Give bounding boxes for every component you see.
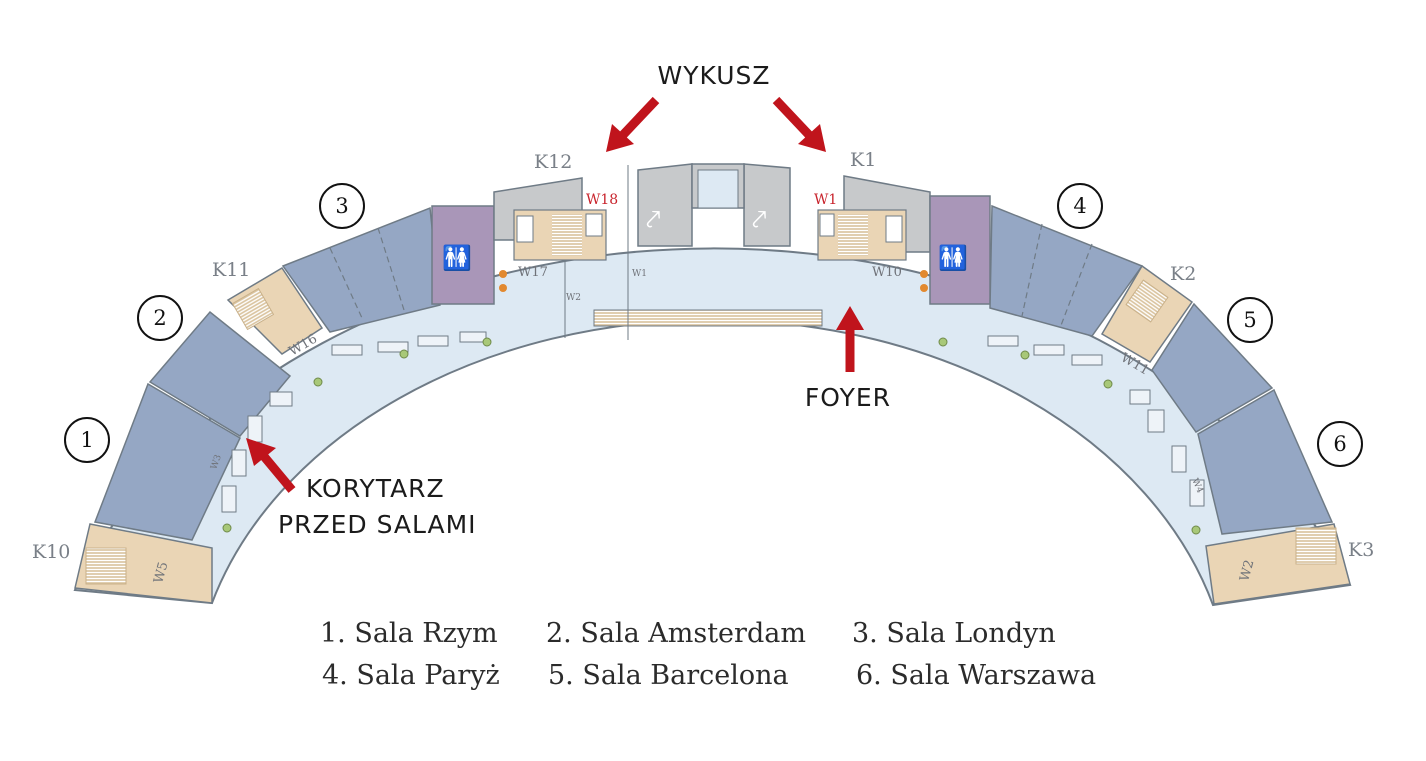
toilets-left xyxy=(431,205,495,305)
callout-foyer: FOYER xyxy=(805,383,891,412)
label-w5: W5 xyxy=(151,560,171,585)
legend-item-6: 6. Sala Warszawa xyxy=(856,660,1097,691)
legend-item-5: 5. Sala Barcelona xyxy=(548,660,789,691)
label-k1: K1 xyxy=(850,149,876,171)
arrow-korytarz xyxy=(246,438,296,493)
label-w-small-c: W3 xyxy=(209,453,224,471)
room-badge-2[interactable]: 2 xyxy=(137,295,183,341)
escalator-left xyxy=(637,163,693,247)
hall-3-divider xyxy=(377,227,405,311)
room-badge-1[interactable]: 1 xyxy=(64,417,110,463)
room-badge-3[interactable]: 3 xyxy=(319,183,365,229)
stairs-k10-steps xyxy=(85,547,127,585)
hall-3-area xyxy=(281,206,441,333)
legend-item-2: 2. Sala Amsterdam xyxy=(546,618,806,649)
corridor-vitrines xyxy=(221,331,1205,513)
legend-item-4: 4. Sala Paryż xyxy=(322,660,500,691)
room-badge-5[interactable]: 5 xyxy=(1227,297,1273,343)
svg-text:1: 1 xyxy=(80,428,93,452)
label-w18: W18 xyxy=(586,192,618,208)
arrow-wykusz-left xyxy=(606,96,660,152)
label-w10: W10 xyxy=(872,265,902,280)
lift-w1 xyxy=(819,213,835,237)
stairs-k11-steps xyxy=(231,287,275,331)
svg-text:5: 5 xyxy=(1243,308,1256,332)
lift-w17 xyxy=(516,215,534,243)
arrow-foyer xyxy=(836,306,864,372)
stairs-w18-steps xyxy=(552,214,582,256)
hall-4-divider xyxy=(1021,223,1043,317)
lift-w18 xyxy=(585,213,603,237)
hall-4-divider xyxy=(1059,243,1093,329)
stairs-k2-steps xyxy=(1125,279,1169,323)
hall-3-divider xyxy=(329,247,363,319)
toilets-right xyxy=(929,195,991,305)
label-k10: K10 xyxy=(32,541,70,563)
arrow-wykusz-right xyxy=(772,96,826,152)
room-badge-4[interactable]: 4 xyxy=(1057,183,1103,229)
lift-w10 xyxy=(885,215,903,243)
label-w17: W17 xyxy=(518,265,548,280)
toilets-right-icon: 🚻 xyxy=(938,244,968,272)
stairs-k3-steps xyxy=(1295,527,1337,565)
hall-5-area xyxy=(1151,302,1274,433)
label-w-small-b: W1 xyxy=(632,269,647,279)
hall-6-area xyxy=(1197,388,1334,535)
stairs-w1-steps xyxy=(838,214,868,256)
stairs-k11 xyxy=(226,266,324,355)
label-w1: W1 xyxy=(814,192,837,208)
label-k11: K11 xyxy=(212,259,250,281)
escalator-right-icon: ⤤ xyxy=(752,205,767,235)
callout-wykusz: WYKUSZ xyxy=(657,61,770,90)
label-w-small-a: W2 xyxy=(566,293,581,303)
callout-korytarz: KORYTARZ xyxy=(306,474,445,503)
hall-2-area xyxy=(148,310,292,437)
svg-text:3: 3 xyxy=(335,194,348,218)
label-k2: K2 xyxy=(1170,263,1196,285)
label-k3: K3 xyxy=(1348,539,1374,561)
label-k12: K12 xyxy=(534,151,572,173)
callout-przed-salami: PRZED SALAMI xyxy=(278,510,477,539)
toilets-left-icon: 🚻 xyxy=(442,244,472,272)
escalator-right xyxy=(743,163,791,247)
escalator-shaft-inner xyxy=(697,169,739,209)
fire-points xyxy=(499,270,928,292)
svg-text:6: 6 xyxy=(1333,432,1346,456)
escalator-left-icon: ⤤ xyxy=(646,205,661,235)
info-points xyxy=(222,337,1201,535)
foyer-bench xyxy=(593,309,823,327)
svg-text:4: 4 xyxy=(1073,194,1086,218)
hall-4-area xyxy=(989,204,1144,337)
label-w2: W2 xyxy=(1237,558,1257,583)
svg-text:2: 2 xyxy=(153,306,166,330)
legend-item-3: 3. Sala Londyn xyxy=(852,618,1056,649)
hall-1-area xyxy=(93,382,241,541)
room-badge-6[interactable]: 6 xyxy=(1317,421,1363,467)
legend-item-1: 1. Sala Rzym xyxy=(320,618,498,649)
